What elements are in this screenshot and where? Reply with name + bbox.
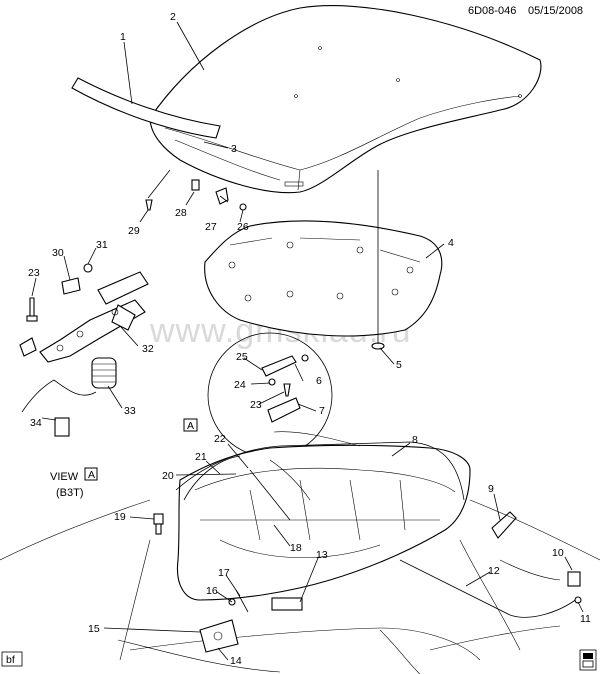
callout-18: 18 xyxy=(290,542,302,554)
latch-part-10 xyxy=(567,571,581,587)
bolt-19 xyxy=(153,513,164,535)
callout-6: 6 xyxy=(316,375,322,387)
latch-plate-13 xyxy=(271,597,303,611)
callout-12: 12 xyxy=(488,565,500,577)
hood-seal-8-edge xyxy=(273,431,361,447)
hood-bolt-26 xyxy=(239,203,247,211)
hood-fastener-29 xyxy=(145,199,153,211)
callout-5: 5 xyxy=(396,359,402,371)
callout-32: 32 xyxy=(142,343,154,355)
corner-tag: bf xyxy=(1,651,23,667)
view-label-text: VIEW xyxy=(50,471,79,483)
callout-23-latch: 23 xyxy=(28,267,40,279)
hood-panel xyxy=(149,5,542,194)
latch-coil-33 xyxy=(91,357,117,389)
hood-insulator xyxy=(204,220,443,337)
callout-4: 4 xyxy=(448,237,454,249)
callout-7: 7 xyxy=(319,405,325,417)
callout-16: 16 xyxy=(206,585,218,597)
right-fender xyxy=(429,499,600,651)
callout-14: 14 xyxy=(230,655,242,667)
callout-33: 33 xyxy=(124,405,136,417)
callout-2: 2 xyxy=(170,11,176,23)
callout-9: 9 xyxy=(488,483,494,495)
view-label-letter: A xyxy=(88,469,95,481)
publisher-logo xyxy=(579,649,597,671)
callout-20: 20 xyxy=(162,470,174,482)
seal-21 xyxy=(183,455,241,501)
leader-lines xyxy=(31,21,584,661)
left-fender xyxy=(0,499,151,561)
front-fascia xyxy=(117,629,421,674)
callout-25: 25 xyxy=(236,351,248,363)
hood-prop-rod-18 xyxy=(249,469,291,521)
callout-30: 30 xyxy=(52,247,64,259)
diagram-id: 6D08-046 xyxy=(468,5,516,17)
callout-labels: 1 2 3 4 5 6 7 8 9 10 11 12 13 14 15 16 1… xyxy=(28,11,591,667)
callout-24: 24 xyxy=(234,379,246,391)
callout-29: 29 xyxy=(128,225,140,237)
callout-8: 8 xyxy=(412,434,418,446)
callout-10: 10 xyxy=(552,547,564,559)
callout-15: 15 xyxy=(88,623,100,635)
hood-rear-seal xyxy=(71,77,221,139)
hood-seal-8 xyxy=(175,441,465,501)
callout-26: 26 xyxy=(237,221,249,233)
detail-circle xyxy=(207,332,333,458)
view-label-code: (B3T) xyxy=(56,487,84,499)
engine-compartment xyxy=(119,444,521,661)
primary-latch-14 xyxy=(199,619,239,653)
hood-bumper-28 xyxy=(191,179,200,191)
detail-marker-box: A xyxy=(183,418,198,432)
view-label: VIEW A (B3T) xyxy=(50,467,98,499)
latch-bolt-31 xyxy=(83,263,93,273)
callout-31: 31 xyxy=(96,239,108,251)
corner-tag-text: bf xyxy=(6,654,15,666)
latch-part-11 xyxy=(574,596,582,604)
diagram-date: 05/15/2008 xyxy=(528,5,583,17)
latch-bolt-23 xyxy=(26,297,38,322)
hood-latch-assembly xyxy=(19,271,149,363)
callout-21: 21 xyxy=(195,451,207,463)
callout-11: 11 xyxy=(580,613,591,625)
latch-cable-34 xyxy=(21,379,97,437)
callout-27: 27 xyxy=(205,221,217,233)
detail-marker-letter: A xyxy=(187,420,194,432)
callout-17: 17 xyxy=(218,567,230,579)
hood-clip-27 xyxy=(215,187,229,205)
callout-34: 34 xyxy=(30,417,42,429)
callout-1: 1 xyxy=(120,31,126,43)
callout-28: 28 xyxy=(175,207,187,219)
callout-3: 3 xyxy=(231,143,237,155)
release-handle-9 xyxy=(491,511,517,539)
release-cable-12 xyxy=(399,559,579,618)
callout-23-detail: 23 xyxy=(250,399,262,411)
callout-22: 22 xyxy=(214,433,226,445)
callout-19: 19 xyxy=(114,511,126,523)
callout-13: 13 xyxy=(316,549,328,561)
